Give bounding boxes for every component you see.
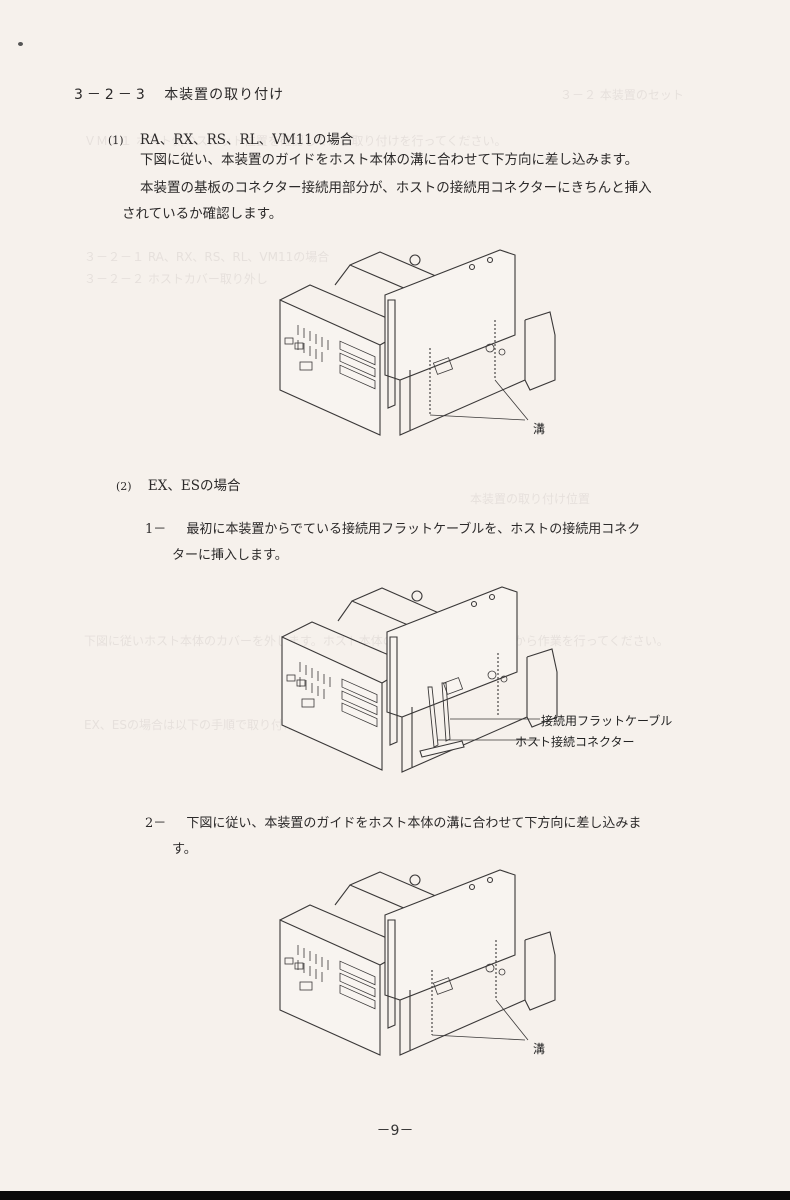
section-number: 3－2－3: [74, 87, 149, 103]
bleed-through-text: ＶＭ１１ ホスト側のスロット位置を確認してから取り付けを行ってください。: [84, 134, 507, 148]
bleed-through-text: ３－２－１ RA、RX、RS、RL、VM11の場合: [84, 250, 330, 264]
case1-line1: 下図に従い、本装置のガイドをホスト本体の溝に合わせて下方向に差し込みます。: [140, 152, 639, 168]
bleed-through-text: EX、ESの場合は以下の手順で取り付けます。: [84, 718, 330, 732]
host-connector-callout: ホスト接続コネクター: [515, 735, 635, 749]
step1-number: 1－: [145, 522, 167, 537]
groove-callout-1: 溝: [533, 422, 546, 436]
bleed-through-text: 下図に従いホスト本体のカバーを外します。ホスト本体の電源ケーブルを外してから作業…: [84, 634, 669, 648]
bleed-through-text: 本装置の取り付け位置: [470, 492, 591, 506]
case1-line3: されているか確認します。: [122, 206, 283, 222]
case2-step1: 1－ 最初に本装置からでている接続用フラットケーブルを、ホストの接続用コネク: [145, 518, 640, 542]
flat-cable-callout: 接続用フラットケーブル: [541, 714, 673, 728]
case2-step2: 2－ 下図に従い、本装置のガイドをホスト本体の溝に合わせて下方向に差し込みま: [145, 812, 641, 836]
chassis-installation-figure-2: [279, 869, 556, 1056]
bleed-through-text: ３－２ 本装置のセット: [560, 88, 684, 102]
dust-speck: [18, 42, 23, 46]
chassis-installation-figure-1: [279, 249, 556, 436]
scan-edge-band: [0, 1191, 790, 1200]
step2-line2: す。: [172, 842, 197, 857]
section-title: 本装置の取り付け: [164, 87, 285, 103]
case1-heading: (1) RA、RX、RS、RL、VM11の場合: [108, 128, 353, 148]
chassis-flat-cable-figure: [281, 586, 558, 773]
step2-number: 2－: [145, 816, 167, 831]
section-heading: 3－2－3 本装置の取り付け: [74, 84, 284, 104]
step1-line2: ターに挿入します。: [172, 548, 288, 563]
case1-title: RA、RX、RS、RL、VM11の場合: [139, 132, 354, 148]
step1-line1: 最初に本装置からでている接続用フラットケーブルを、ホストの接続用コネク: [186, 522, 641, 537]
case1-marker: (1): [108, 134, 124, 147]
groove-callout-2: 溝: [533, 1042, 546, 1056]
case2-heading: (2) EX、ESの場合: [116, 474, 240, 494]
bleed-through-text: ３－２－２ ホストカバー取り外し: [84, 272, 268, 286]
case1-line2: 本装置の基板のコネクター接続用部分が、ホストの接続用コネクターにきちんと挿入: [140, 180, 652, 196]
case2-marker: (2): [116, 480, 132, 493]
step2-line1: 下図に従い、本装置のガイドをホスト本体の溝に合わせて下方向に差し込みま: [186, 816, 642, 831]
page-number: －9－: [376, 1123, 414, 1139]
case2-title: EX、ESの場合: [147, 478, 241, 494]
